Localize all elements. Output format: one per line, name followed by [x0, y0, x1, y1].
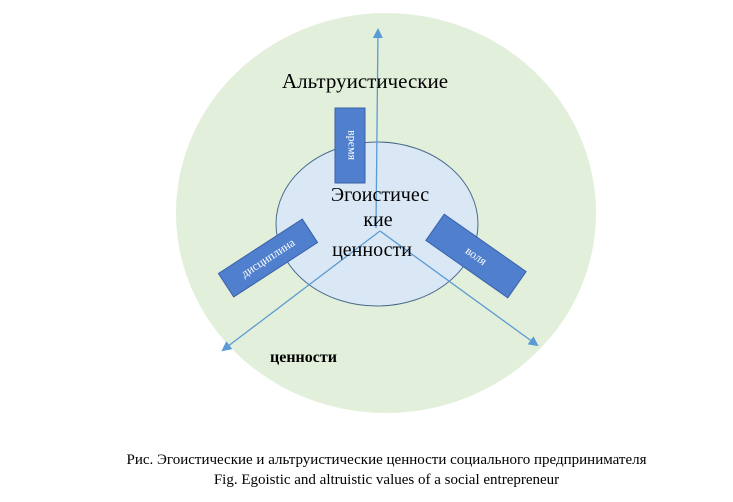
bar-time-label: время [345, 130, 359, 161]
inner-label-line-1: Эгоистичес [331, 184, 429, 206]
bar-will: воля [425, 213, 527, 299]
arrow-left [221, 230, 381, 352]
arrow-right [379, 230, 539, 347]
inner-label-line-2: кие [363, 209, 392, 231]
bar-time: время [334, 107, 366, 184]
outer-label-values: ценности [270, 349, 337, 366]
bar-discipline: дисциплина [217, 218, 319, 298]
outer-label-altruistic: Альтруистические [282, 69, 448, 93]
figure-caption-ru: Рис. Эгоистические и альтруистические це… [126, 452, 647, 468]
figure-caption-en: Fig. Egoistic and altruistic values of a… [213, 472, 560, 488]
arrow-up [372, 28, 383, 229]
inner-label-line-3: ценности [332, 239, 412, 261]
